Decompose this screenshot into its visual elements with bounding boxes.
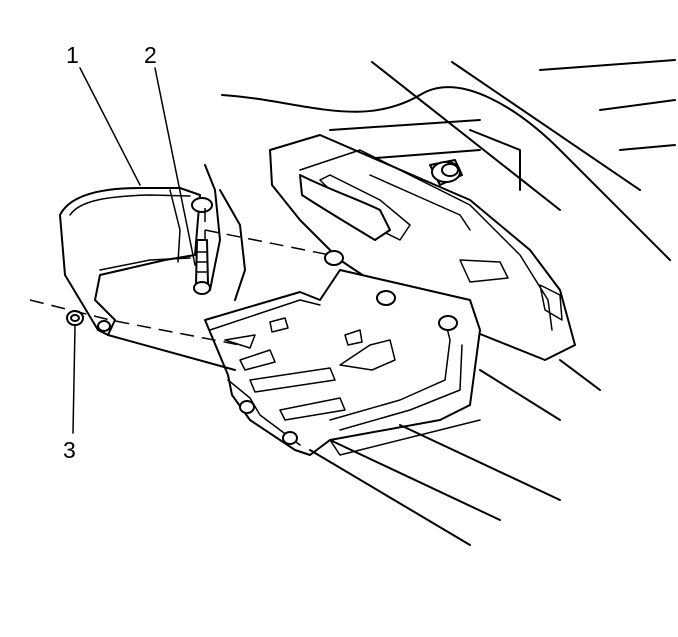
chassis-outline — [221, 59, 676, 421]
bolt — [191, 197, 213, 295]
frame-member — [204, 164, 246, 301]
callout-1-label: 1 — [66, 42, 79, 68]
floor-lines — [107, 334, 561, 546]
callout-3-label: 3 — [63, 437, 76, 463]
crossmember-bracket — [269, 134, 576, 361]
skid-plate-nuts — [239, 250, 458, 445]
mounting-stud — [429, 159, 463, 186]
alignment-lines — [29, 208, 331, 346]
callout-2-label: 2 — [144, 42, 157, 68]
leader-lines — [72, 67, 196, 434]
skid-plate — [204, 269, 481, 456]
